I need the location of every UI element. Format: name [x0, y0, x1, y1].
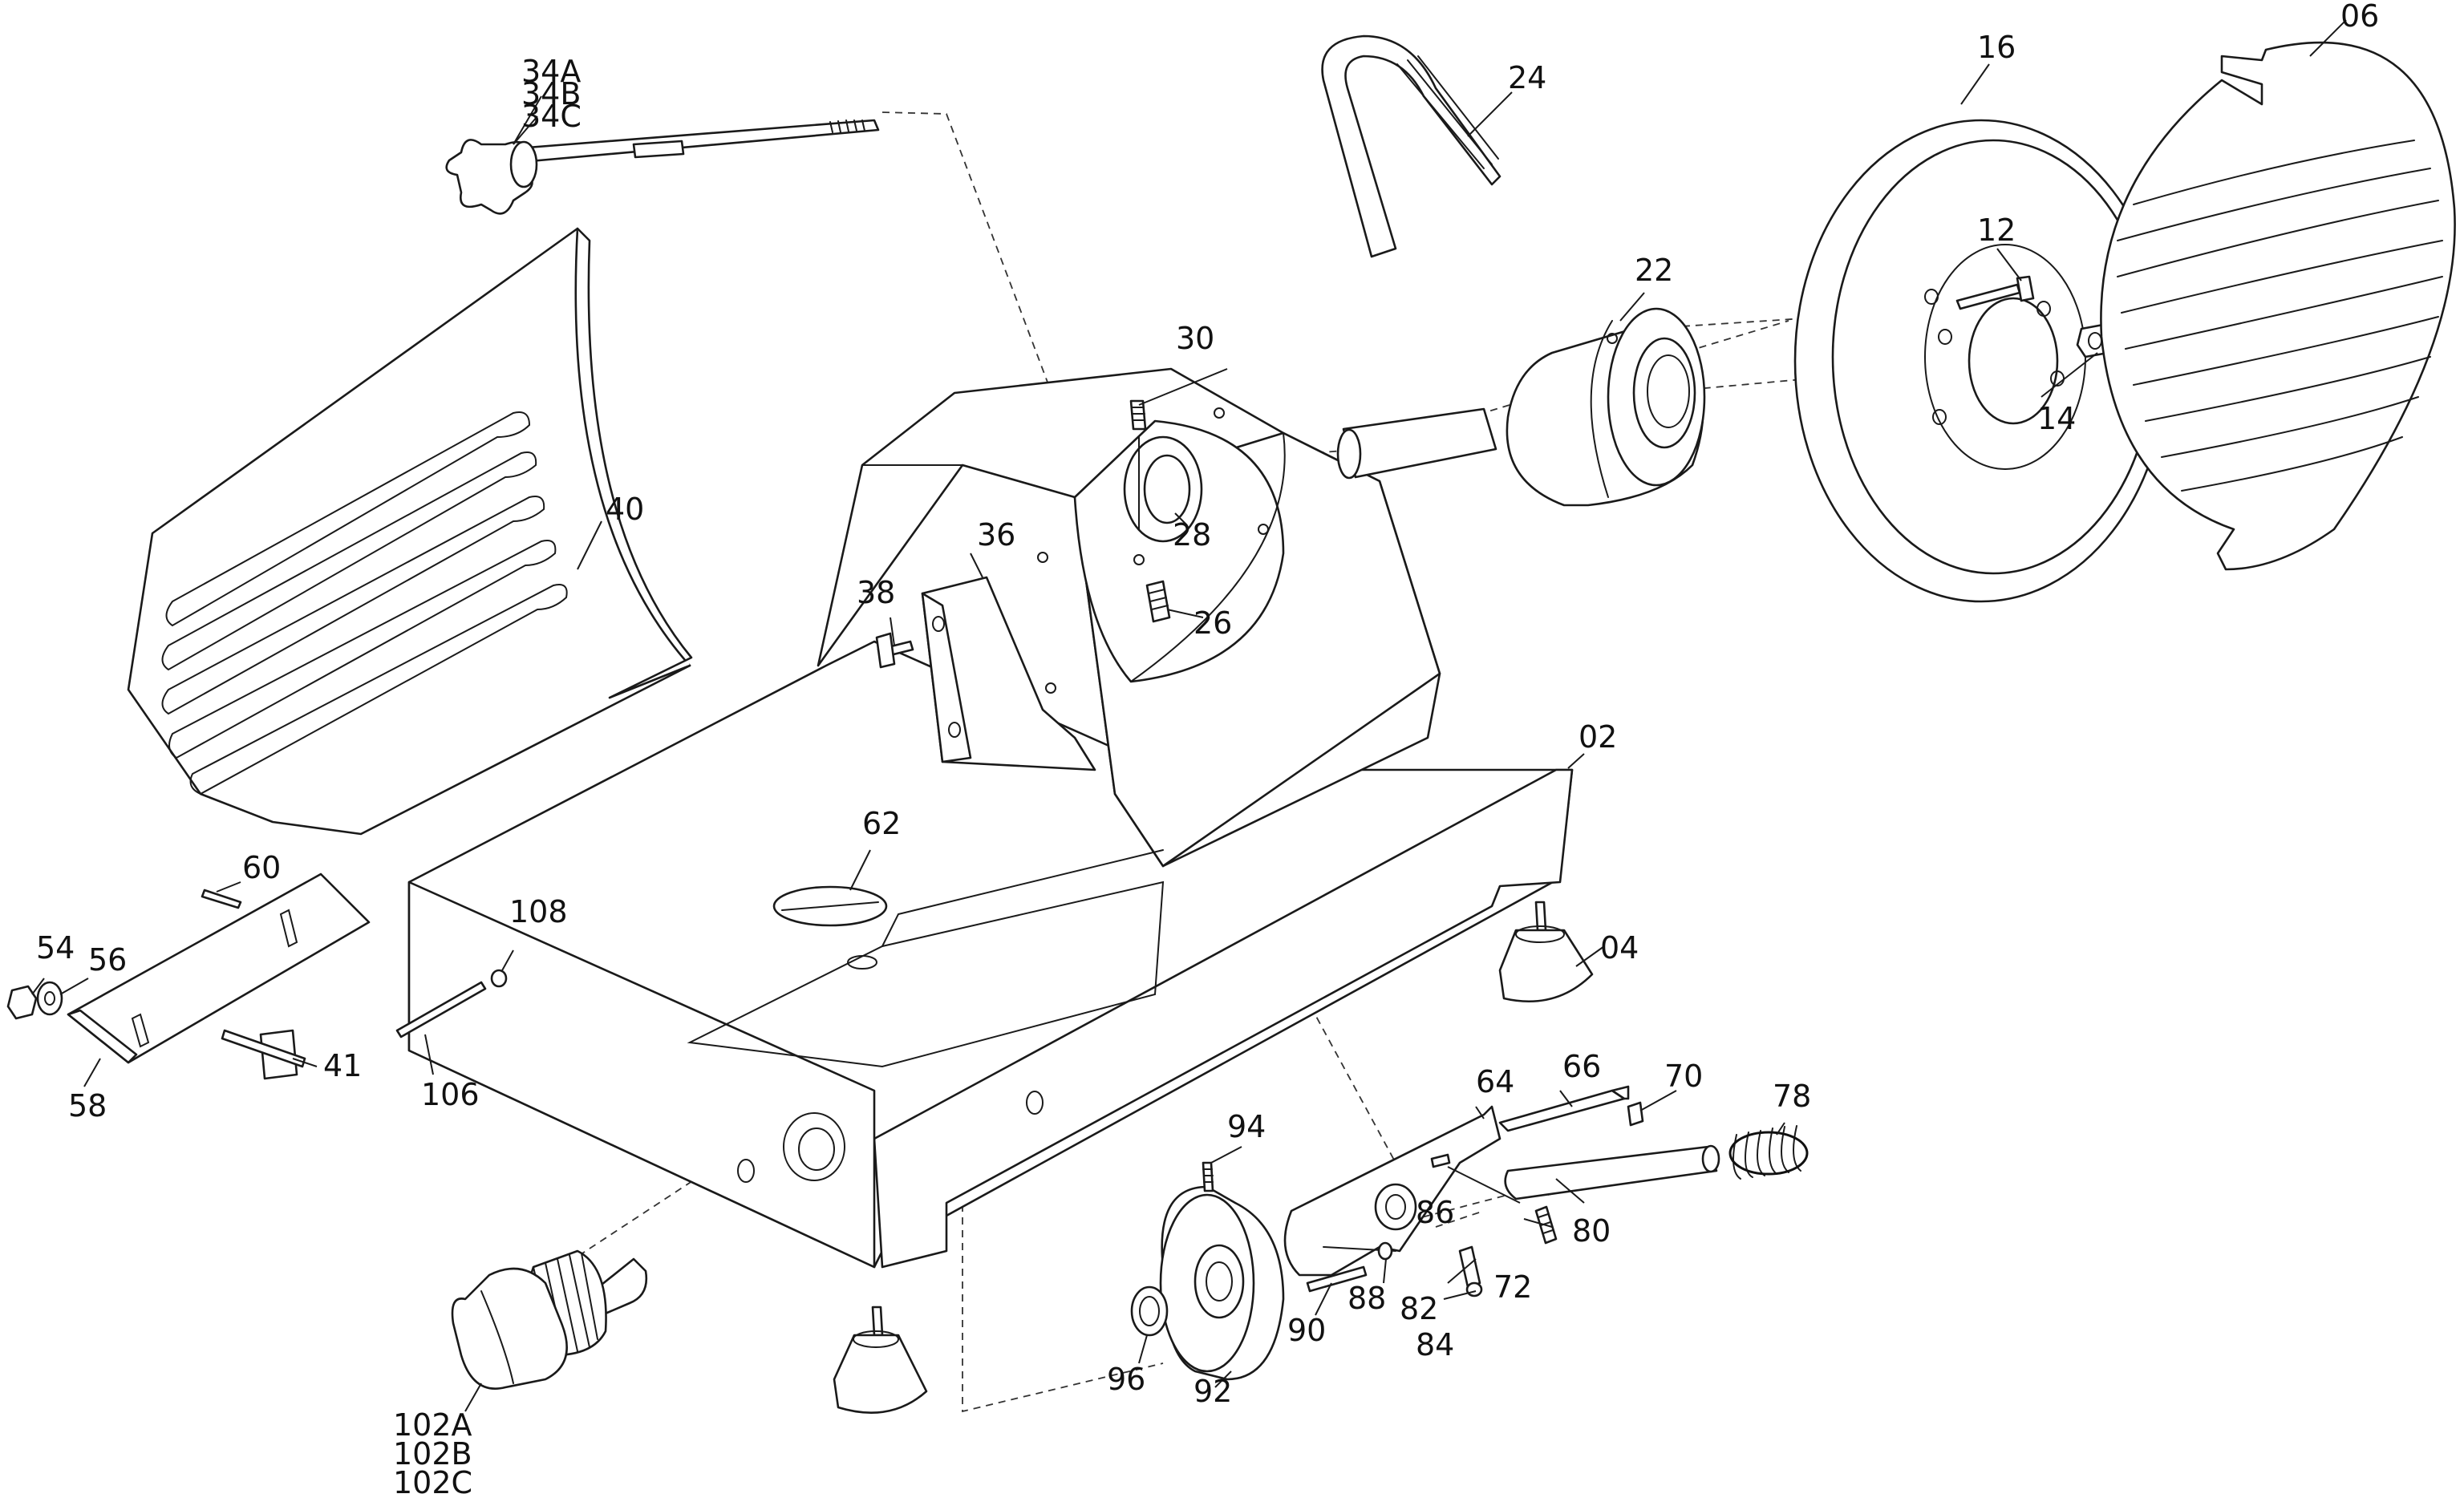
callout-64: 64 — [1476, 1064, 1514, 1099]
callout-28: 28 — [1173, 517, 1211, 553]
callout-34b: 34B — [521, 76, 581, 111]
part-84-screw-head — [1465, 1281, 1483, 1298]
callout-02: 02 — [1578, 719, 1617, 755]
part-86-pin — [1430, 1153, 1451, 1168]
callout-86: 86 — [1416, 1195, 1454, 1230]
callout-26: 26 — [1194, 605, 1232, 641]
part-88-screw — [1377, 1241, 1393, 1261]
callout-82: 82 — [1400, 1291, 1438, 1326]
callout-24: 24 — [1508, 60, 1546, 95]
part-30-set-screw — [1129, 399, 1147, 431]
part-58-rail-assembly — [67, 872, 371, 1080]
part-40-carriage-cover — [127, 227, 693, 836]
callout-102c: 102C — [393, 1465, 472, 1500]
part-64-lever — [1283, 1105, 1502, 1293]
callout-34c: 34C — [521, 99, 582, 134]
part-04-foot-right — [1498, 901, 1594, 1003]
callout-30: 30 — [1176, 321, 1214, 356]
part-96-washer — [1130, 1285, 1169, 1337]
part-06-blade-guard — [2100, 41, 2456, 571]
callout-41: 41 — [323, 1048, 362, 1083]
callout-92: 92 — [1194, 1374, 1232, 1409]
cover-grooves — [161, 411, 568, 796]
callout-38: 38 — [857, 575, 895, 610]
callout-60: 60 — [242, 850, 281, 885]
callout-106: 106 — [421, 1077, 480, 1112]
part-108-screw — [490, 969, 508, 988]
part-92-cam-disc — [1159, 1185, 1285, 1381]
callout-102b: 102B — [393, 1436, 472, 1472]
callout-70: 70 — [1664, 1059, 1703, 1094]
part-70-screw — [1627, 1101, 1644, 1127]
callout-62: 62 — [862, 806, 901, 841]
part-38-screw — [875, 632, 914, 669]
part-60-screw — [201, 889, 242, 909]
callout-90: 90 — [1287, 1313, 1326, 1348]
callout-54: 54 — [36, 930, 75, 966]
callout-14: 14 — [2037, 401, 2076, 436]
callout-labels: 02 04 06 12 14 16 22 24 26 28 30 34A 34B… — [36, 0, 2379, 1500]
callout-34a: 34A — [521, 54, 581, 89]
callout-94: 94 — [1227, 1109, 1266, 1144]
part-41-screw — [221, 1029, 306, 1068]
part-78-spring — [1728, 1125, 1809, 1180]
callout-06: 06 — [2340, 0, 2379, 34]
callout-96: 96 — [1107, 1362, 1145, 1397]
part-54-nut — [6, 985, 38, 1020]
callout-56: 56 — [88, 942, 127, 978]
callout-88: 88 — [1348, 1281, 1386, 1316]
callout-72: 72 — [1493, 1269, 1532, 1305]
part-82-screw — [1458, 1245, 1481, 1289]
callout-04: 04 — [1600, 930, 1639, 966]
callout-80: 80 — [1572, 1213, 1611, 1249]
part-12-screw — [1955, 275, 2035, 310]
callout-12: 12 — [1977, 213, 2016, 248]
part-62-disc — [772, 885, 888, 927]
part-102-adjust-knob — [451, 1249, 648, 1390]
part-02-base-housing — [407, 367, 1574, 1269]
callout-84: 84 — [1416, 1327, 1454, 1362]
callout-16: 16 — [1977, 30, 2016, 65]
callout-102a: 102A — [393, 1407, 472, 1443]
part-26-set-screw — [1145, 580, 1171, 623]
callout-58: 58 — [68, 1088, 107, 1123]
part-36-bracket — [921, 576, 1096, 771]
callout-78: 78 — [1773, 1079, 1811, 1114]
part-56-washer — [36, 981, 63, 1016]
callout-40: 40 — [606, 492, 644, 527]
callout-36: 36 — [977, 517, 1015, 553]
callout-22: 22 — [1635, 253, 1673, 288]
part-80-shaft — [1504, 1144, 1720, 1200]
guard-grooves — [2117, 140, 2443, 492]
leader-lines — [31, 19, 2347, 1412]
callout-66: 66 — [1562, 1049, 1601, 1084]
part-22-pulley-housing — [1336, 307, 1706, 507]
part-66-clip — [1498, 1085, 1630, 1132]
part-94-spring-pin — [1202, 1161, 1214, 1192]
part-34-rod-knob — [445, 119, 880, 215]
callout-108: 108 — [509, 894, 568, 929]
part-16-blade — [1793, 119, 2169, 603]
part-04-foot-left — [833, 1306, 928, 1414]
part-106-pin — [395, 981, 487, 1038]
part-24-drive-belt — [1321, 34, 1502, 258]
